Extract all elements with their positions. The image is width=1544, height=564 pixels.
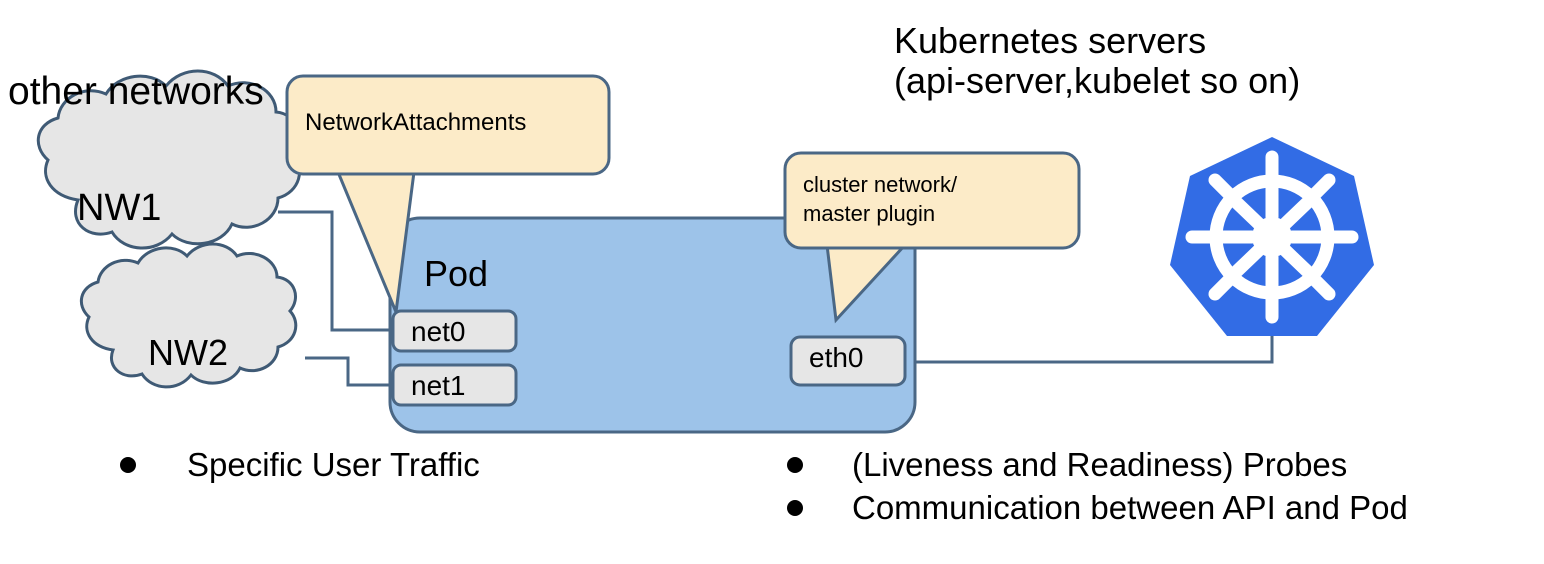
connector-nw2-net1: [305, 356, 396, 387]
label-kubernetes-servers-line1: Kubernetes servers: [894, 20, 1207, 61]
pod-container: [388, 216, 917, 434]
label-other-networks: other networks: [8, 70, 264, 113]
interface-box-net0[interactable]: [391, 309, 518, 353]
interface-boxes: [391, 309, 907, 407]
bullet-item-probes: (Liveness and Readiness) Probes: [852, 446, 1348, 483]
callout-label-network-attachments: NetworkAttachments: [305, 109, 527, 136]
cloud-nw1-shape: [36, 69, 301, 250]
pod-box: [388, 216, 917, 434]
cloud-label-nw2: NW2: [148, 332, 228, 373]
pod-label: Pod: [424, 253, 489, 294]
callout-label-cluster-network-line2: master plugin: [803, 201, 936, 227]
bullet-dot-icon: [120, 457, 136, 473]
callout-network-attachments: [285, 74, 611, 318]
connector-nw1-net0: [278, 210, 396, 332]
interface-label-eth0: eth0: [809, 342, 864, 373]
cloud-nw1: [36, 69, 301, 250]
interface-label-net0: net0: [411, 316, 466, 347]
callout-cluster-network-body: [783, 151, 1081, 250]
kubernetes-helm-wheel-icon: [1185, 150, 1359, 324]
bullet-dot-icon: [787, 457, 803, 473]
callout-network-attachments-body: [285, 74, 611, 176]
interface-box-net1[interactable]: [391, 363, 518, 407]
callout-label-cluster-network: cluster network/master plugin: [803, 170, 957, 229]
bullet-item-specific-user-traffic: Specific User Traffic: [187, 446, 480, 483]
interface-label-net1: net1: [411, 370, 466, 401]
interface-box-eth0[interactable]: [789, 335, 907, 387]
bullet-item-api-pod-communication: Communication between API and Pod: [852, 489, 1408, 526]
bullet-dot-icon: [787, 500, 803, 516]
cloud-label-nw1: NW1: [77, 187, 162, 229]
label-kubernetes-servers-line2: (api-server,kubelet so on): [894, 60, 1301, 102]
cloud-nw2-shape: [79, 242, 298, 389]
callout-label-cluster-network-line1: cluster network/: [803, 172, 958, 197]
kubernetes-logo: [1170, 137, 1374, 336]
cloud-nw2: [79, 242, 298, 389]
label-kubernetes-servers: Kubernetes servers(api-server,kubelet so…: [894, 20, 1301, 102]
callout-cluster-network: [783, 151, 1081, 324]
